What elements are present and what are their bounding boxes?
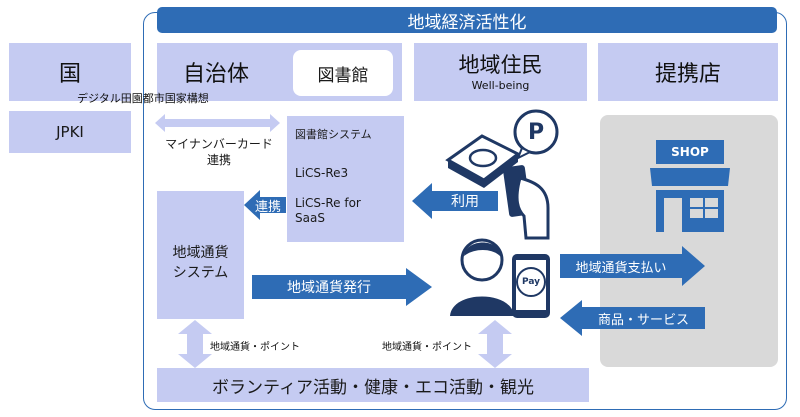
- issue-arrow-shape: [252, 268, 432, 306]
- card-reader-icon: [445, 134, 550, 240]
- library-system-item1: LiCS-Re3: [295, 166, 349, 180]
- shop-icon: [650, 140, 730, 232]
- library-system-title: 図書館システム: [295, 128, 372, 141]
- goods-arrow-label: 商品・サービス: [597, 312, 689, 328]
- banner-title: 地域経済活性化: [157, 7, 777, 33]
- header-residents: 地域住民 Well-being: [414, 43, 587, 101]
- header-local-gov-label: 自治体: [183, 62, 250, 87]
- currency-system-box: 地域通貨 システム: [157, 191, 244, 319]
- mynumber-link-label: マイナンバーカード 連携: [165, 137, 273, 167]
- library-system-item2: LiCS-Re for SaaS: [295, 196, 361, 225]
- vertical-double-arrow-right-icon: [478, 320, 512, 368]
- use-arrow-shape: [412, 183, 498, 219]
- payment-arrow-shape: [560, 246, 705, 286]
- payment-arrow-label: 地域通貨支払い: [575, 260, 667, 276]
- header-country: 国: [9, 43, 131, 101]
- points-label-right: 地域通貨・ポイント: [382, 342, 472, 353]
- goods-arrow-shape: [560, 300, 705, 336]
- activities-bar: ボランティア活動・健康・エコ活動・観光: [157, 368, 589, 402]
- header-residents-sub: Well-being: [471, 78, 530, 92]
- shop-label: SHOP: [671, 145, 709, 159]
- link-arrow-label: 連携: [254, 199, 281, 215]
- digital-concept-label: デジタル田園都市国家構想: [77, 92, 209, 105]
- vertical-double-arrow-left-icon: [178, 320, 212, 368]
- pay-icon: Pay: [516, 267, 546, 297]
- library-button[interactable]: 図書館: [293, 50, 393, 96]
- parking-label: P: [527, 119, 545, 145]
- library-system-box: 図書館システム LiCS-Re3 LiCS-Re for SaaS: [287, 116, 404, 242]
- points-label-left: 地域通貨・ポイント: [210, 342, 300, 353]
- parking-bubble-icon: [513, 109, 559, 160]
- use-arrow-label: 利用: [451, 194, 479, 210]
- link-arrow-shape: [244, 190, 286, 220]
- double-arrow-icon: [155, 114, 280, 132]
- jpki-box: JPKI: [9, 111, 131, 153]
- issue-arrow-label: 地域通貨発行: [287, 280, 371, 296]
- header-residents-label: 地域住民: [458, 52, 543, 77]
- header-partner-store: 提携店: [598, 43, 778, 101]
